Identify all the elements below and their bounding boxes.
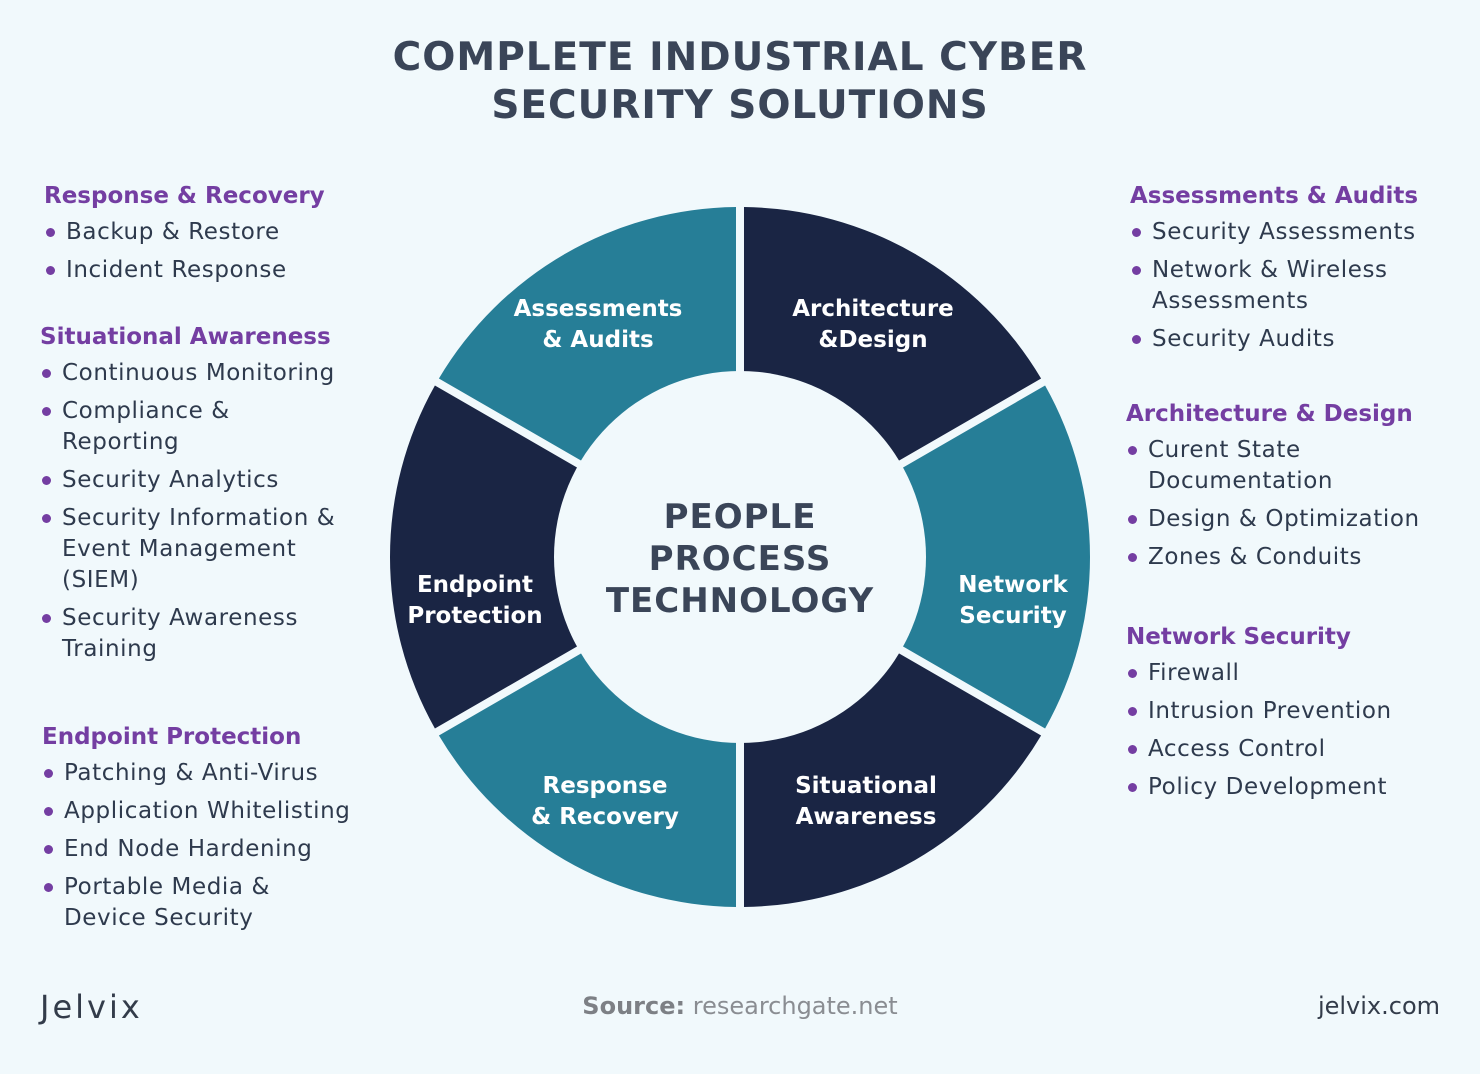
list-item: Security Audits (1130, 324, 1460, 355)
page-title: COMPLETE INDUSTRIAL CYBER SECURITY SOLUT… (0, 34, 1480, 130)
list-item: Security Analytics (40, 465, 360, 496)
list-item: Firewall (1126, 658, 1466, 689)
segment-label: Response (543, 773, 668, 799)
group-situational-awareness: Situational Awareness Continuous Monitor… (40, 322, 360, 672)
wheel-segment (390, 385, 604, 729)
list-item: End Node Hardening (42, 834, 402, 865)
list-item: Incident Response (44, 255, 404, 286)
wheel-segment (876, 385, 1091, 729)
list-item: Application Whitelisting (42, 796, 402, 827)
group-network-security: Network Security Firewall Intrusion Prev… (1126, 622, 1466, 810)
segment-label: Awareness (796, 804, 937, 830)
list-item: Compliance & Reporting (40, 396, 272, 458)
group-heading: Endpoint Protection (42, 724, 302, 750)
wheel-center-circle (554, 371, 926, 743)
center-label-process: PROCESS (649, 539, 832, 579)
site-link[interactable]: jelvix.com (1317, 992, 1440, 1020)
center-label-people: PEOPLE (664, 497, 817, 537)
list-item: Zones & Conduits (1126, 542, 1466, 573)
segment-label: &Design (818, 327, 927, 353)
segment-label: Network (958, 572, 1068, 598)
group-heading: Situational Awareness (40, 324, 331, 350)
list-item: Security Assessments (1130, 217, 1460, 248)
list-item: Access Control (1126, 734, 1466, 765)
list-item: Curent State Documentation (1126, 435, 1368, 497)
group-assessments-audits: Assessments & Audits Security Assessment… (1130, 181, 1460, 362)
group-heading: Response & Recovery (44, 183, 325, 209)
group-heading: Network Security (1126, 624, 1351, 650)
source-credit: Source: researchgate.net (0, 992, 1480, 1020)
list-item: Patching & Anti-Virus (42, 758, 402, 789)
list-item: Policy Development (1126, 772, 1466, 803)
segment-labels: Architecture&DesignNetworkSecuritySituat… (407, 296, 1068, 830)
group-heading: Architecture & Design (1126, 401, 1413, 427)
title-line-2: SECURITY SOLUTIONS (491, 83, 989, 128)
list-item: Portable Media & Device Security (42, 872, 304, 934)
group-heading: Assessments & Audits (1130, 183, 1419, 209)
list-item: Security Information & Event Management … (40, 503, 362, 596)
list-item: Continuous Monitoring (40, 358, 360, 389)
source-label: Source: (582, 992, 686, 1020)
title-line-1: COMPLETE INDUSTRIAL CYBER (392, 35, 1088, 80)
center-label-technology: TECHNOLOGY (606, 581, 874, 621)
source-value: researchgate.net (692, 992, 898, 1020)
segment-label: Endpoint (417, 572, 533, 598)
segment-label: Assessments (514, 296, 683, 322)
list-item: Intrusion Prevention (1126, 696, 1466, 727)
segment-label: Architecture (792, 296, 954, 322)
group-response-recovery: Response & Recovery Backup & Restore Inc… (44, 181, 404, 293)
list-item: Design & Optimization (1126, 504, 1466, 535)
group-endpoint-protection: Endpoint Protection Patching & Anti-Viru… (42, 722, 402, 941)
segment-label: Security (959, 603, 1066, 629)
group-architecture-design: Architecture & Design Curent State Docum… (1126, 399, 1466, 580)
list-item: Backup & Restore (44, 217, 404, 248)
jelvix-logo: Jelvix (40, 988, 143, 1026)
segment-label: Protection (407, 603, 542, 629)
list-item: Security Awareness Training (40, 603, 332, 665)
list-item: Network & Wireless Assessments (1130, 255, 1432, 317)
segment-label: & Recovery (531, 804, 679, 830)
segment-label: & Audits (542, 327, 653, 353)
segment-label: Situational (795, 773, 937, 799)
